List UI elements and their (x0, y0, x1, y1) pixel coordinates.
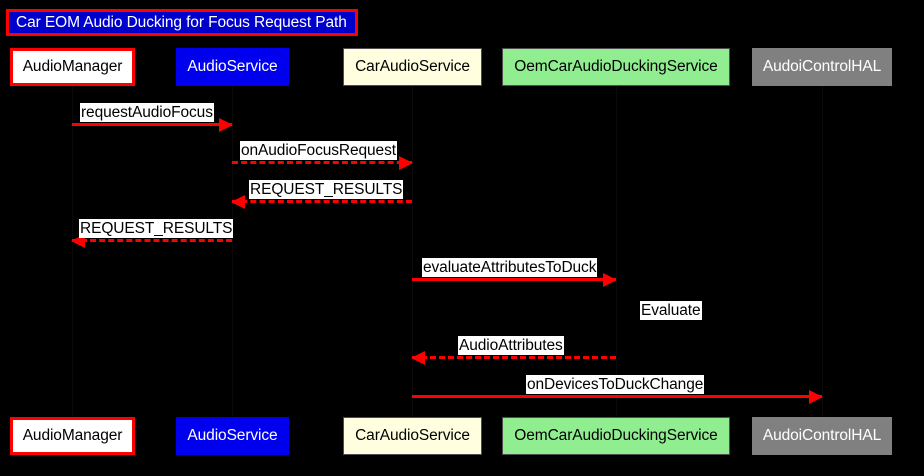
participant-caraudioservice-bottom[interactable]: CarAudioService (343, 417, 482, 455)
message-label: requestAudioFocus (80, 103, 214, 122)
lifeline-caraudioservice (412, 86, 413, 417)
participant-label: AudoiControlHAL (762, 58, 882, 75)
participant-halservice-bottom[interactable]: AudoiControlHAL (752, 417, 892, 455)
lifeline-audioservice (232, 86, 233, 417)
participant-label: CarAudioService (355, 427, 470, 444)
arrow-head-right-icon (399, 155, 413, 170)
arrow-head-left-icon (231, 194, 245, 209)
message-label: AudioAttributes (458, 336, 564, 355)
participant-label: AudioManager (22, 58, 123, 75)
note-label-evaluate: Evaluate (640, 301, 702, 320)
arrow-line (72, 123, 232, 126)
participant-caraudioservice-top[interactable]: CarAudioService (343, 48, 482, 86)
participant-audioservice-bottom[interactable]: AudioService (176, 417, 289, 455)
message-label: onAudioFocusRequest (240, 141, 397, 160)
participant-label: OemCarAudioDuckingService (514, 58, 718, 75)
participant-label: OemCarAudioDuckingService (514, 427, 718, 444)
participant-label: AudioManager (22, 427, 123, 444)
arrow-line (412, 356, 616, 359)
participant-label: AudoiControlHAL (762, 427, 882, 444)
arrow-head-right-icon (603, 272, 617, 287)
message-label: onDevicesToDuckChange (526, 375, 705, 394)
diagram-title-text: Car EOM Audio Ducking for Focus Request … (16, 13, 347, 31)
message-label: REQUEST_RESULTS (79, 219, 234, 238)
arrow-line (412, 395, 822, 398)
arrow-line (412, 278, 616, 281)
message-label: evaluateAttributesToDuck (422, 258, 598, 277)
participant-oemducking-top[interactable]: OemCarAudioDuckingService (502, 48, 730, 86)
participant-label: AudioService (187, 58, 278, 75)
arrow-line (232, 161, 412, 164)
participant-label: CarAudioService (355, 58, 470, 75)
diagram-title-banner: Car EOM Audio Ducking for Focus Request … (6, 9, 358, 36)
participant-label: AudioService (187, 427, 278, 444)
message-label: REQUEST_RESULTS (249, 180, 404, 199)
arrow-head-right-icon (809, 389, 823, 404)
arrow-head-right-icon (219, 117, 233, 132)
participant-oemducking-bottom[interactable]: OemCarAudioDuckingService (502, 417, 730, 455)
lifeline-oemducking (616, 86, 617, 417)
arrow-head-left-icon (411, 350, 425, 365)
participant-audioservice-top[interactable]: AudioService (176, 48, 289, 86)
participant-halservice-top[interactable]: AudoiControlHAL (752, 48, 892, 86)
arrow-line (232, 200, 412, 203)
participant-audiomanager-top[interactable]: AudioManager (10, 48, 135, 86)
lifeline-halservice (822, 86, 823, 417)
arrow-line (72, 239, 232, 242)
participant-audiomanager-bottom[interactable]: AudioManager (10, 417, 135, 455)
lifeline-audiomanager (72, 86, 73, 417)
